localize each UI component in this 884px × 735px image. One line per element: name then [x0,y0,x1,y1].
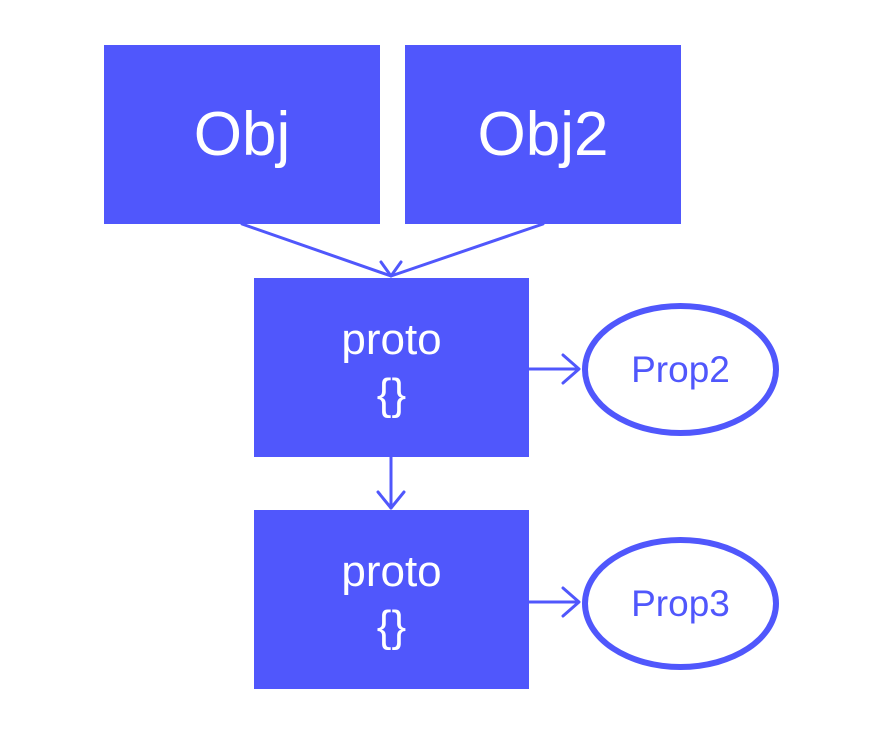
arrowhead-merge [379,260,403,278]
node-proto-1-braces: {} [376,369,407,419]
edge-obj-to-proto [240,222,393,278]
node-prop3-label: Prop3 [631,582,730,624]
node-obj2: Obj2 [405,45,681,224]
arrowhead-proto-down [376,490,406,510]
node-prop2: Prop2 [582,303,779,436]
edge-obj2-to-proto [389,222,545,278]
node-proto-1-label: proto [341,315,442,365]
node-proto-1: proto {} [254,278,529,457]
node-obj: Obj [104,45,380,224]
node-obj-label: Obj [193,99,291,169]
arrowhead-prop3 [561,586,581,618]
node-proto-2: proto {} [254,510,529,689]
node-prop2-label: Prop2 [631,348,730,390]
node-proto-2-braces: {} [376,601,407,651]
node-obj2-label: Obj2 [477,99,609,169]
node-proto-2-label: proto [341,547,442,597]
node-prop3: Prop3 [582,537,779,670]
arrowhead-prop2 [561,353,581,385]
